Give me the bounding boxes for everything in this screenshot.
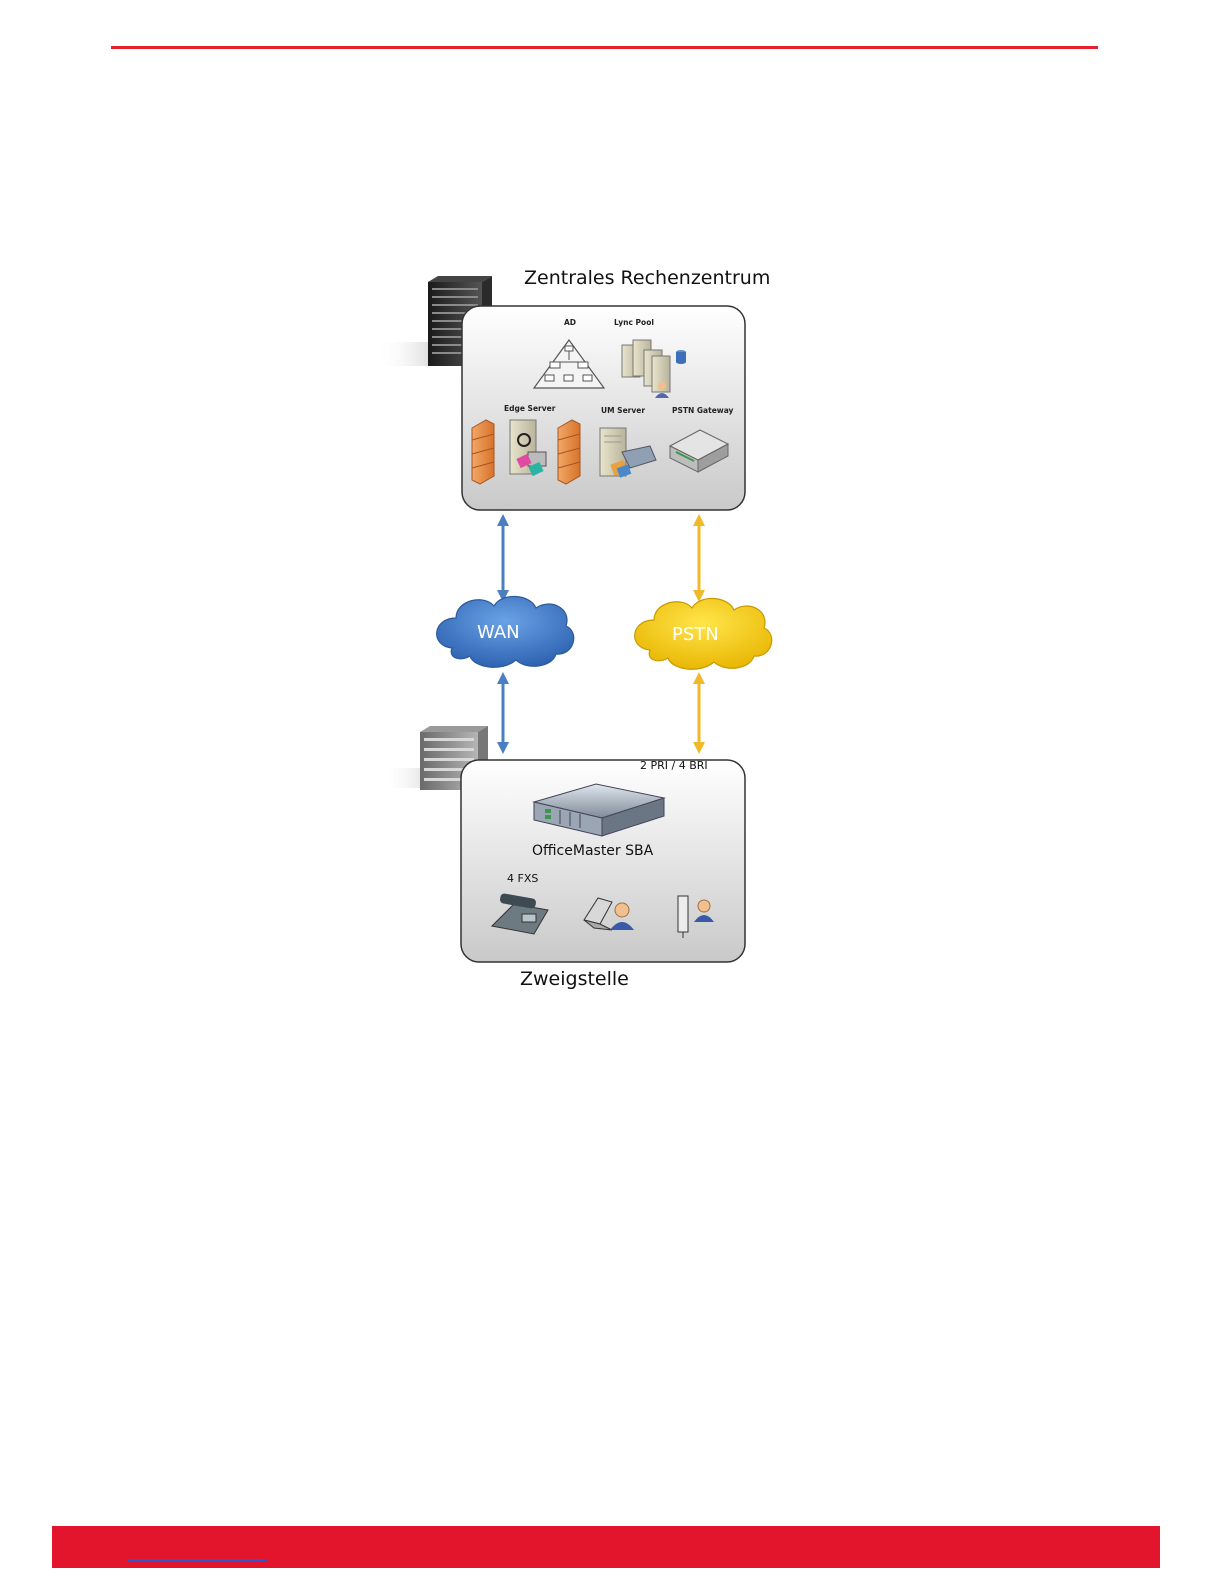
lync-pool-label: Lync Pool: [614, 318, 654, 327]
pstn-link-bottom: [693, 672, 705, 754]
firewall-right-icon: [558, 420, 580, 484]
footer-link-underline[interactable]: [127, 1559, 267, 1561]
pstn-label: PSTN: [672, 624, 719, 645]
edge-server-label: Edge Server: [504, 404, 556, 413]
wan-cloud: WAN: [437, 596, 574, 667]
wan-link-top: [497, 514, 509, 602]
firewall-left-icon: [472, 420, 494, 484]
wan-label: WAN: [477, 622, 520, 643]
fxs-label: 4 FXS: [507, 872, 538, 885]
footer-bar: [52, 1526, 1160, 1568]
pstn-link-top: [693, 514, 705, 602]
central-site-title: Zentrales Rechenzentrum: [524, 267, 770, 289]
um-server-label: UM Server: [601, 406, 645, 415]
wan-link-bottom: [497, 672, 509, 754]
branch-site-title: Zweigstelle: [520, 968, 629, 990]
trunk-label: 2 PRI / 4 BRI: [640, 759, 708, 772]
pstn-cloud: PSTN: [635, 598, 772, 669]
pstn-gateway-label: PSTN Gateway: [672, 406, 734, 415]
sba-device-label: OfficeMaster SBA: [532, 843, 654, 859]
ad-label: AD: [564, 318, 576, 327]
